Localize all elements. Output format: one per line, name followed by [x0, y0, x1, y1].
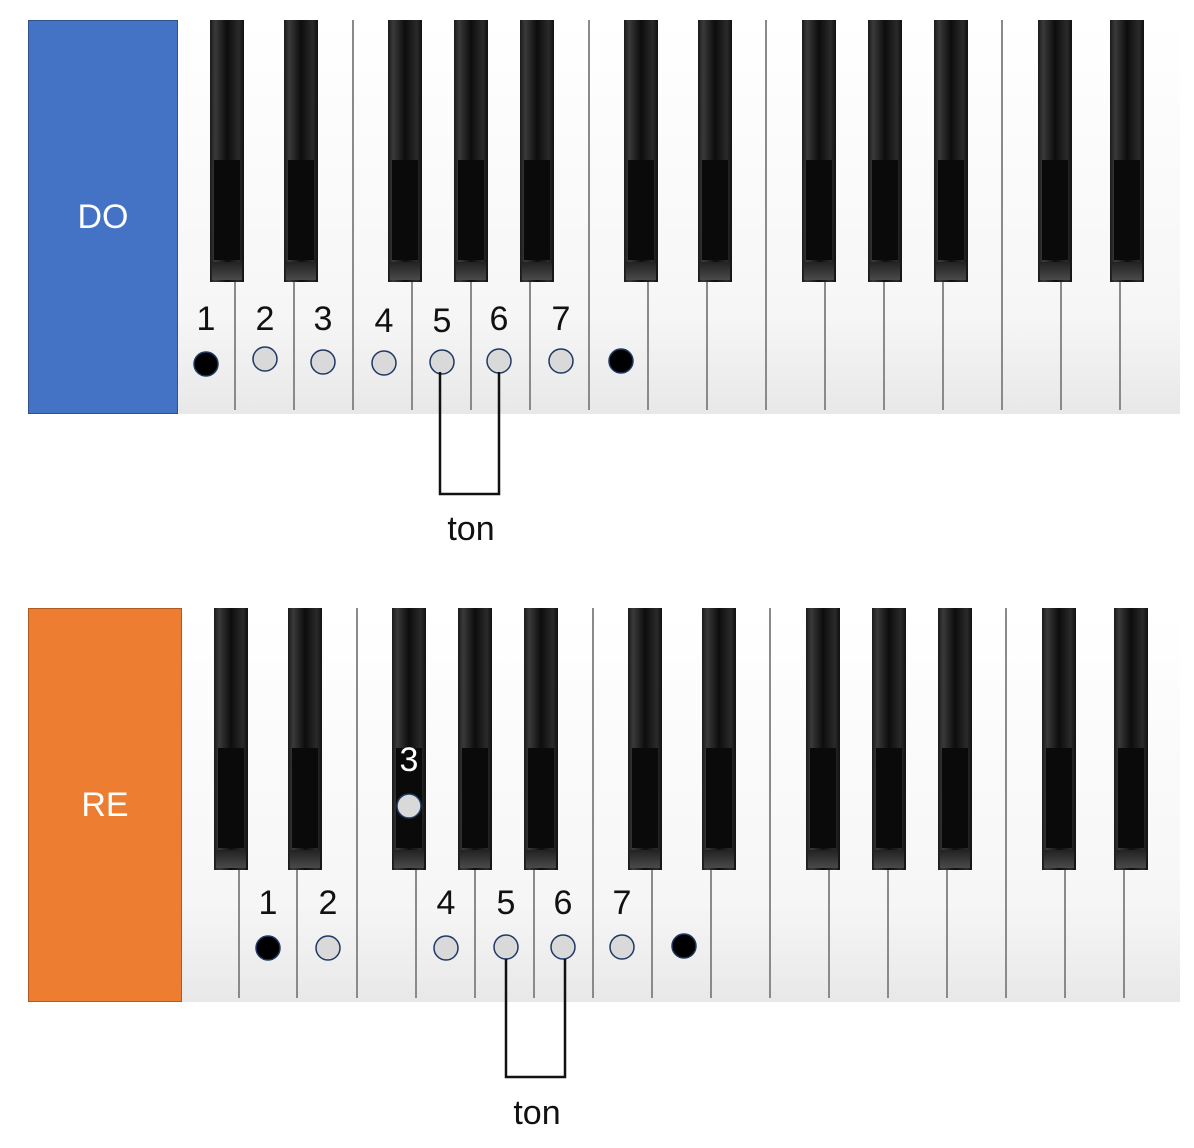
black-key [624, 20, 658, 282]
scale-dot [486, 348, 512, 374]
scale-title: RE [81, 785, 129, 824]
black-keys [214, 608, 1148, 870]
degree-label: 7 [612, 884, 632, 922]
black-key [628, 608, 662, 870]
scale-dot [310, 349, 336, 375]
scale-dot [548, 348, 574, 374]
scale-dot [493, 934, 519, 960]
piano-keyboard-do [178, 20, 1180, 496]
degree-label: 1 [258, 884, 278, 922]
black-key [872, 608, 906, 870]
degree-label: 6 [489, 300, 509, 338]
scale-dot [315, 935, 341, 961]
root-dot [193, 351, 219, 377]
sharp-scale-dot [396, 793, 422, 819]
scale-dot [371, 350, 397, 376]
degree-label: 3 [399, 741, 419, 779]
black-key [806, 608, 840, 870]
black-key [388, 20, 422, 282]
scale-title: DO [77, 197, 129, 236]
degree-label: 5 [432, 302, 452, 340]
black-key [702, 608, 736, 870]
scale-dot [550, 934, 576, 960]
scale-dot [429, 349, 455, 375]
black-key [458, 608, 492, 870]
scale-title-box: RE [28, 608, 182, 1002]
tone-bracket [438, 372, 501, 496]
octave-root-dot [671, 933, 697, 959]
black-key [284, 20, 318, 282]
black-key [524, 608, 558, 870]
do-scale-panel: DO 1 2 3 4 5 6 7 ton [0, 0, 1194, 560]
degree-label: 7 [551, 300, 571, 338]
black-key [520, 20, 554, 282]
black-key [938, 608, 972, 870]
degree-label: 2 [318, 884, 338, 922]
degree-label: 5 [496, 884, 516, 922]
tone-bracket [504, 959, 567, 1079]
black-key [210, 20, 244, 282]
white-key-dividers [234, 20, 1121, 410]
keyboard-bg [178, 20, 1180, 414]
degree-label: 3 [313, 300, 333, 338]
black-key [454, 20, 488, 282]
tone-label: ton [447, 510, 495, 548]
scale-dot [609, 934, 635, 960]
black-key [1042, 608, 1076, 870]
scale-dots [193, 346, 634, 377]
black-key [802, 20, 836, 282]
black-key [698, 20, 732, 282]
degree-label: 2 [255, 300, 275, 338]
black-key [934, 20, 968, 282]
black-key [288, 608, 322, 870]
re-scale-panel: RE 1 2 3 4 5 6 7 ton [0, 588, 1194, 1148]
degree-label: 4 [374, 302, 394, 340]
tone-label: ton [513, 1094, 561, 1132]
degree-label: 4 [436, 884, 456, 922]
black-keys [210, 20, 1144, 282]
scale-dot [252, 346, 278, 372]
scale-dots [255, 793, 697, 961]
scale-dot [433, 935, 459, 961]
black-key [1114, 608, 1148, 870]
black-key [1038, 20, 1072, 282]
black-key [1110, 20, 1144, 282]
black-key [392, 608, 426, 870]
scale-title-box: DO [28, 20, 178, 414]
degree-label: 1 [196, 300, 216, 338]
root-dot [255, 935, 281, 961]
black-key [214, 608, 248, 870]
white-key-dividers [238, 608, 1125, 998]
piano-keyboard-re [182, 608, 1180, 1079]
octave-root-dot [608, 348, 634, 374]
degree-label: 6 [553, 884, 573, 922]
black-key [868, 20, 902, 282]
